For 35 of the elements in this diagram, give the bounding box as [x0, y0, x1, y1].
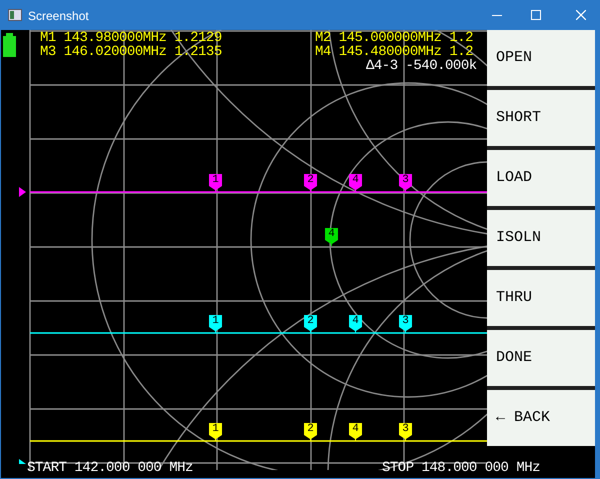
marker-flag: 3 [399, 423, 412, 441]
menu-button [487, 150, 595, 206]
marker-flag: 2 [304, 423, 317, 441]
menu-button-label: SHORT [496, 108, 542, 128]
marker-flag: 3 [399, 315, 412, 333]
marker-flag: 3 [399, 174, 412, 192]
marker-flag: 4 [349, 174, 362, 192]
menu-button [487, 90, 595, 146]
menu-button-label: ISOLN [496, 228, 542, 248]
marker-flag: 1 [209, 174, 222, 192]
marker-flag: 4 [325, 228, 338, 246]
marker-flag: 4 [349, 423, 362, 441]
marker-flag: 2 [304, 315, 317, 333]
marker-flag: 1 [209, 423, 222, 441]
marker-readout: Δ4-3 -540.000k [366, 59, 477, 73]
window-title: Screenshot [28, 8, 89, 25]
menu-button [487, 330, 595, 386]
marker-flag: 4 [349, 315, 362, 333]
menu-button-label: LOAD [496, 168, 532, 188]
menu-button-label: ← BACK [496, 408, 550, 428]
marker-readout: M1 143.980000MHz 1.2129 [40, 31, 222, 45]
marker-readout: M3 146.020000MHz 1.2135 [40, 45, 222, 59]
menu-button [487, 30, 595, 86]
marker-readout: M2 145.000000MHz 1.2 [315, 31, 474, 45]
marker-flag: 1 [209, 315, 222, 333]
frequency-range-text: START 142.000 000 MHz [27, 461, 193, 475]
menu-button-label: THRU [496, 288, 532, 308]
menu-button [487, 210, 595, 266]
menu-button [487, 390, 595, 446]
frequency-range-text: STOP 148.000 000 MHz [382, 461, 540, 475]
marker-flag: 2 [304, 174, 317, 192]
menu-button-label: DONE [496, 348, 532, 368]
menu-button [487, 270, 595, 326]
marker-readout: M4 145.480000MHz 1.2 [315, 45, 474, 59]
menu-button-label: OPEN [496, 48, 532, 68]
